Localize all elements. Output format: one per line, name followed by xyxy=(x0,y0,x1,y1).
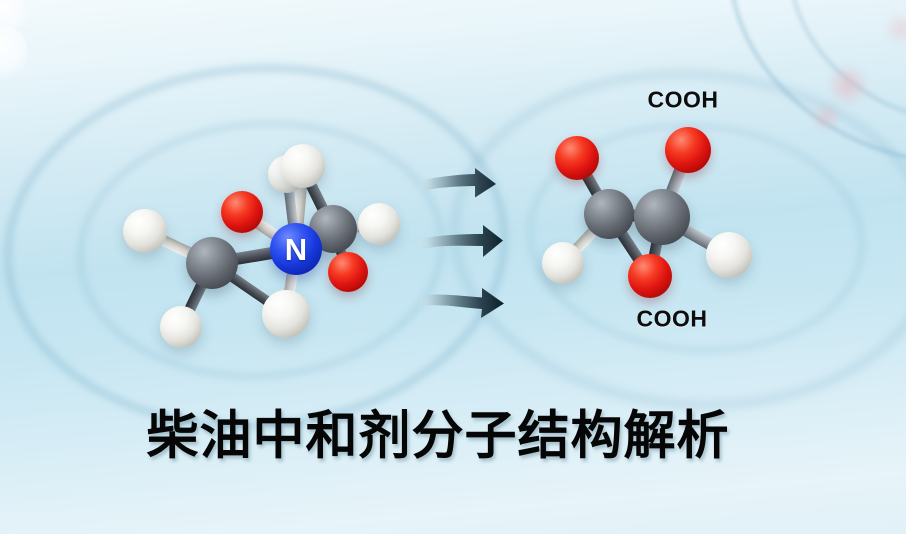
atom-C xyxy=(634,189,690,245)
page-title: 柴油中和剂分子结构解析 xyxy=(146,407,730,466)
atom-H xyxy=(160,306,202,348)
atom-C xyxy=(584,189,634,239)
nitrogen-label: N xyxy=(284,231,308,267)
atom-H xyxy=(262,290,310,338)
atom-O xyxy=(628,254,672,298)
atom-O xyxy=(555,136,599,180)
atom-H xyxy=(358,203,400,245)
cooh-label-bottom: COOH xyxy=(636,305,708,332)
atom-O xyxy=(328,252,368,292)
atom-H xyxy=(123,209,167,253)
atom-H xyxy=(706,232,752,278)
atom-N: N xyxy=(270,223,322,275)
cooh-label-top: COOH xyxy=(647,86,719,113)
atom-H xyxy=(542,242,584,284)
atom-H xyxy=(281,144,325,188)
atom-C xyxy=(186,237,238,289)
atom-O xyxy=(221,191,263,233)
atom-O xyxy=(665,127,711,173)
